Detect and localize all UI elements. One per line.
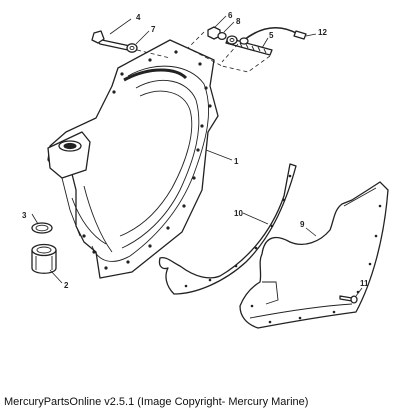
leader-lines <box>31 15 363 297</box>
callout-11: 11 <box>360 279 369 288</box>
callout-10: 10 <box>234 209 243 218</box>
oil-seal-3 <box>31 222 53 234</box>
callout-8: 8 <box>236 17 241 26</box>
callout-12: 12 <box>318 28 327 37</box>
gasket-10 <box>158 163 297 295</box>
callout-4: 4 <box>136 13 141 22</box>
washer-7 <box>126 43 138 53</box>
washer-8 <box>217 31 238 45</box>
assembly-lines <box>136 31 271 73</box>
callout-3: 3 <box>22 211 27 220</box>
ground-cable-12 <box>239 27 307 45</box>
callout-7: 7 <box>151 25 156 34</box>
callout-5: 5 <box>269 31 274 40</box>
callout-1: 1 <box>234 157 239 166</box>
bushing-2 <box>31 243 57 274</box>
callout-9: 9 <box>300 220 305 229</box>
cover-plate-9 <box>239 181 389 329</box>
bolt-4 <box>91 30 131 51</box>
flywheel-housing <box>47 39 219 279</box>
callout-labels: 4 7 6 8 5 12 1 3 2 10 9 11 <box>22 11 369 290</box>
screw-11 <box>339 295 358 304</box>
callout-6: 6 <box>228 11 233 20</box>
callout-2: 2 <box>64 281 69 290</box>
image-copyright-caption: MercuryPartsOnline v2.5.1 (Image Copyrig… <box>4 396 309 408</box>
